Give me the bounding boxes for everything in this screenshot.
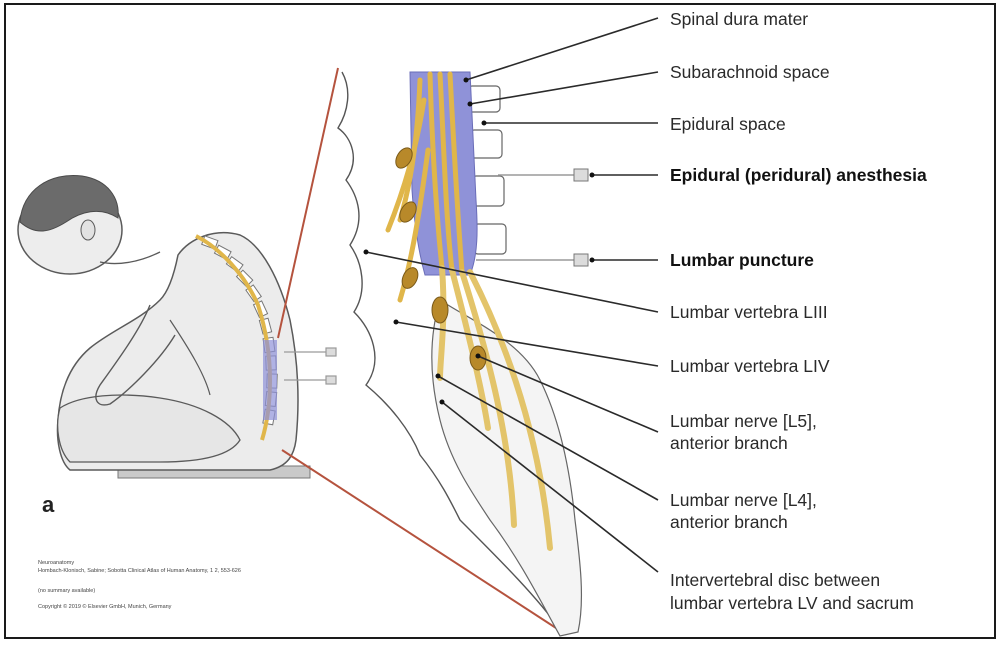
label-intervertebral-disc-line2: lumbar vertebra LV and sacrum — [670, 593, 914, 613]
patient-hair — [19, 174, 119, 232]
label-lumbar-nerve-l5-line1: Lumbar nerve [L5], — [670, 411, 817, 431]
patient-neck — [99, 251, 161, 265]
source-note-copyright: Copyright © 2019 © Elsevier GmbH, Munich… — [38, 604, 172, 610]
source-note-citation: Hombach-Klonisch, Sabine; Sobotta Clinic… — [38, 568, 241, 574]
ganglia — [395, 147, 487, 371]
label-subarachnoid-space: Subarachnoid space — [670, 62, 830, 82]
source-note-title: Neuroanatomy — [38, 560, 75, 566]
panel-letter: a — [42, 492, 55, 517]
zoom-lines — [277, 67, 557, 629]
label-lumbar-puncture: Lumbar puncture — [670, 250, 814, 270]
magnified-needles — [476, 168, 589, 267]
seated-patient — [17, 174, 337, 479]
label-lumbar-nerve-l4-line1: Lumbar nerve [L4], — [670, 490, 817, 510]
patient-forearm — [169, 319, 211, 396]
label-spinal-dura-mater: Spinal dura mater — [670, 9, 809, 29]
source-note-summary: (no summary available) — [38, 588, 96, 594]
patient-ear — [80, 219, 96, 241]
patient-needles — [284, 347, 337, 385]
label-intervertebral-disc-line1: Intervertebral disc between — [670, 570, 881, 590]
label-lumbar-vertebra-l4: Lumbar vertebra LIV — [670, 356, 830, 376]
leader-dots — [363, 77, 595, 405]
patient-arm — [95, 304, 176, 406]
spinous-processes — [337, 71, 561, 631]
vertebral-bodies — [467, 85, 507, 255]
label-lumbar-nerve-l4-line2: anterior branch — [670, 512, 788, 532]
magnified-lumbar-spine — [337, 71, 589, 637]
label-epidural-anesthesia: Epidural (peridural) anesthesia — [670, 165, 927, 185]
patient-thigh — [57, 394, 241, 463]
label-epidural-space: Epidural space — [670, 114, 786, 134]
leader-lines — [365, 17, 659, 573]
label-lumbar-vertebra-l3: Lumbar vertebra LIII — [670, 302, 828, 322]
patient-lumbar-highlight — [263, 340, 277, 420]
label-lumbar-nerve-l5-line2: anterior branch — [670, 433, 788, 453]
